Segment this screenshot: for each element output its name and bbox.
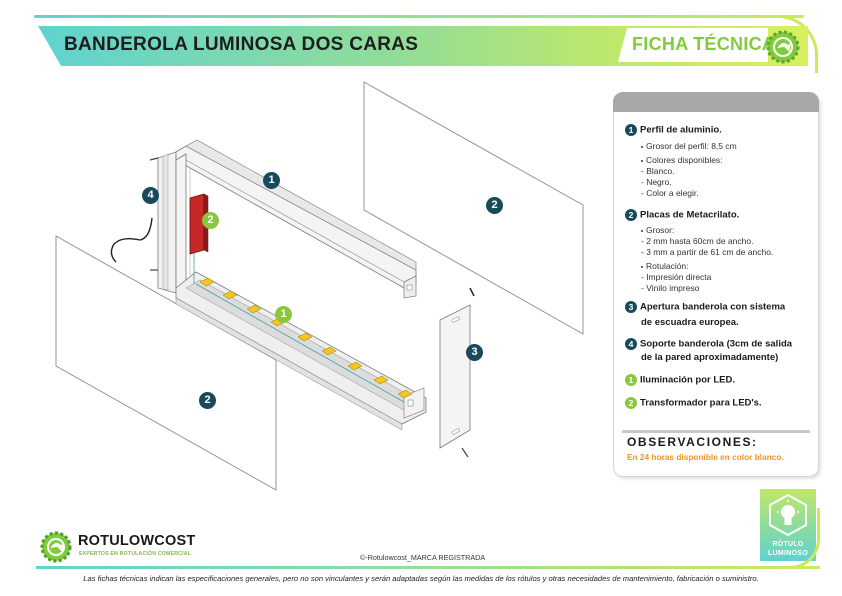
- spec-number-badge: 2: [625, 397, 637, 409]
- spec-item-title-cont: de escuadra europea.: [641, 317, 739, 328]
- spec-item-title: Perfil de aluminio.: [640, 124, 722, 136]
- spec-number-badge: 3: [625, 301, 637, 313]
- footer-line: [36, 566, 820, 569]
- observations-text: En 24 horas disponible en color blanco.: [627, 452, 784, 462]
- copyright-note: ©-Rotulowcost_MARCA REGISTRADA: [360, 553, 486, 562]
- spec-number-badge: 2: [625, 209, 637, 221]
- header-top-line-curve: [760, 15, 818, 73]
- spec-line: - Negro.: [641, 177, 672, 187]
- page-title: BANDEROLA LUMINOSA DOS CARAS: [64, 34, 419, 55]
- callout-1-profile: 1: [263, 172, 280, 189]
- spec-line: Colores disponibles:: [641, 155, 723, 166]
- spec-line: Rotulación:: [641, 261, 689, 272]
- spec-item-title: Apertura banderola con sistema: [640, 301, 786, 313]
- spec-line: - Vinilo impreso: [641, 283, 700, 293]
- callout-2-front-panel: 2: [199, 392, 216, 409]
- observations-divider: [622, 430, 810, 433]
- ficha-label-box: [618, 28, 768, 62]
- brand-gear-icon: [40, 531, 72, 563]
- brand-name: ROTULOWCOST: [78, 533, 196, 549]
- spec-item-title: Placas de Metacrilato.: [640, 209, 740, 221]
- spec-number-badge: 1: [625, 374, 637, 386]
- spec-line: - 3 mm a partir de 61 cm de ancho.: [641, 247, 774, 257]
- power-cable: [110, 217, 153, 263]
- spec-line: - Color a elegir.: [641, 188, 699, 198]
- header-top-line: [34, 15, 804, 18]
- spec-panel: [613, 92, 819, 477]
- spec-item-title: Iluminación por LED.: [640, 374, 736, 386]
- spec-number-badge: 4: [625, 338, 637, 350]
- spec-item-title: Soporte banderola (3cm de salida: [640, 338, 793, 350]
- spec-line: Grosor del perfil: 8,5 cm: [641, 141, 737, 152]
- gear-logo-icon: [766, 30, 800, 64]
- spec-item-title: Transformador para LED's.: [640, 397, 762, 409]
- brand-tagline: EXPERTOS EN ROTULACIÓN COMERCIAL: [79, 551, 192, 557]
- acrylic-panel-back: [363, 81, 584, 335]
- observations-title: OBSERVACIONES:: [627, 435, 758, 449]
- disclaimer-text: Las fichas técnicas indican las especifi…: [83, 574, 759, 583]
- spec-panel-header: [613, 92, 819, 112]
- led-modules: [199, 277, 413, 399]
- spec-line: Grosor:: [641, 225, 674, 236]
- opening-plate: [439, 304, 471, 449]
- callout-2-back-panel: 2: [486, 197, 503, 214]
- callout-3-opening: 3: [466, 344, 483, 361]
- spec-line: - 2 mm hasta 60cm de ancho.: [641, 236, 754, 246]
- profile-left: [175, 153, 187, 289]
- spec-line: - Impresión directa: [641, 272, 712, 282]
- callout-4-support: 4: [142, 187, 159, 204]
- spec-number-badge: 1: [625, 124, 637, 136]
- callout-1-led: 1: [275, 306, 292, 323]
- ficha-tecnica-label: FICHA TÉCNICA: [632, 34, 776, 54]
- spec-item-title-cont: de la pared aproximadamente): [641, 352, 779, 363]
- spec-line: - Blanco.: [641, 166, 675, 176]
- callout-2-transformer: 2: [202, 212, 219, 229]
